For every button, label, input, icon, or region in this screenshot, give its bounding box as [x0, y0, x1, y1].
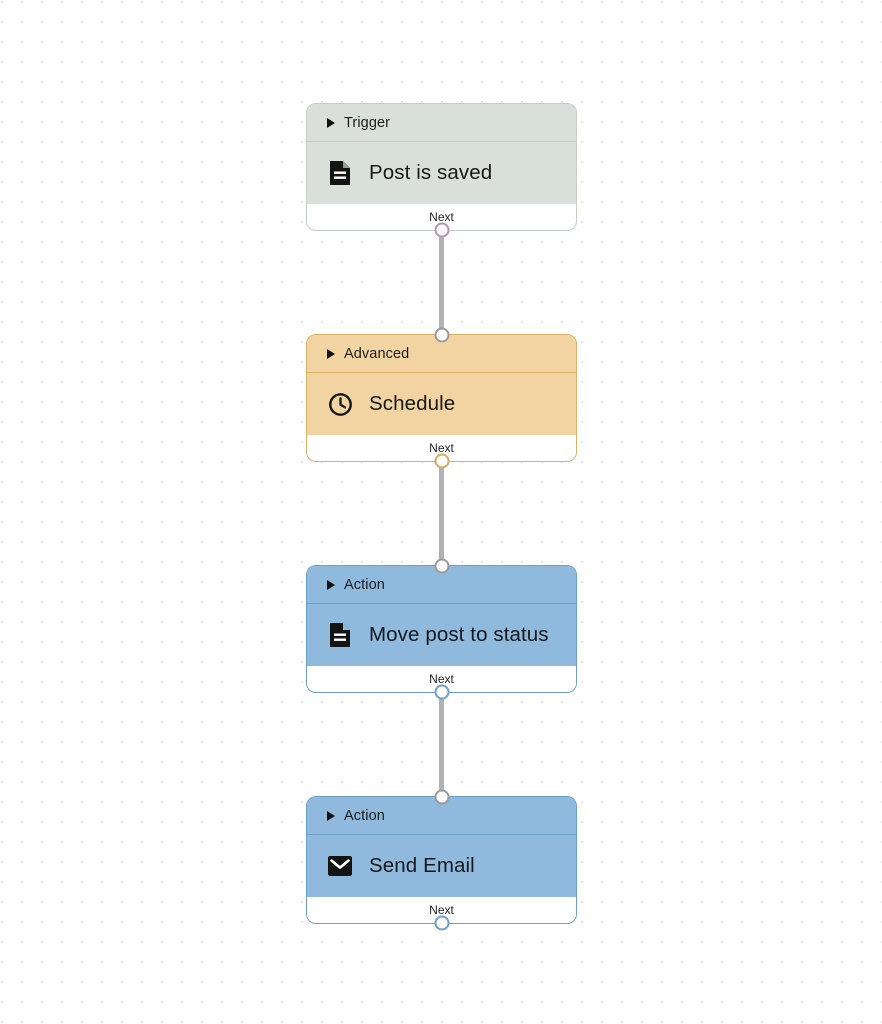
node-divider	[307, 372, 576, 373]
node-advanced-schedule[interactable]: Advanced Schedule Next	[306, 327, 577, 469]
connector-advanced-to-move-post[interactable]	[439, 456, 444, 566]
node-category-label: Action	[344, 576, 385, 593]
disclosure-triangle-icon[interactable]	[327, 810, 335, 821]
node-action-move-post-to-status[interactable]: Action Move post to status Next	[306, 558, 577, 700]
node-output-port[interactable]	[434, 222, 449, 238]
node-input-port[interactable]	[434, 327, 449, 343]
node-trigger-post-is-saved[interactable]: Trigger Post is saved Next	[306, 103, 577, 238]
node-title: Schedule	[369, 392, 456, 415]
node-body[interactable]: Move post to status	[307, 604, 576, 666]
node-footer-label: Next	[429, 672, 454, 686]
connector-trigger-to-advanced[interactable]	[439, 225, 444, 335]
node-divider	[307, 834, 576, 835]
disclosure-triangle-icon[interactable]	[327, 579, 335, 590]
node-title: Send Email	[369, 854, 475, 877]
node-title: Move post to status	[369, 623, 549, 646]
node-category-label: Trigger	[344, 114, 391, 131]
clock-icon	[327, 391, 353, 417]
node-input-port[interactable]	[434, 558, 449, 574]
node-divider	[307, 141, 576, 142]
document-icon	[327, 622, 353, 648]
disclosure-triangle-icon[interactable]	[327, 348, 335, 359]
node-title: Post is saved	[369, 161, 493, 184]
node-category-label: Advanced	[344, 345, 410, 362]
node-body[interactable]: Post is saved	[307, 142, 576, 204]
node-action-send-email[interactable]: Action Send Email Next	[306, 789, 577, 931]
node-header[interactable]: Trigger	[307, 104, 576, 141]
connector-move-post-to-send-email[interactable]	[439, 687, 444, 797]
node-output-port[interactable]	[434, 684, 449, 700]
node-body[interactable]: Send Email	[307, 835, 576, 897]
envelope-icon	[327, 853, 353, 879]
node-divider	[307, 603, 576, 604]
node-footer-label: Next	[429, 903, 454, 917]
node-category-label: Action	[344, 807, 385, 824]
node-body[interactable]: Schedule	[307, 373, 576, 435]
node-input-port[interactable]	[434, 789, 449, 805]
disclosure-triangle-icon[interactable]	[327, 117, 335, 128]
node-output-port[interactable]	[434, 915, 449, 931]
document-icon	[327, 160, 353, 186]
node-output-port[interactable]	[434, 453, 449, 469]
node-footer-label: Next	[429, 441, 454, 455]
node-footer-label: Next	[429, 210, 454, 224]
